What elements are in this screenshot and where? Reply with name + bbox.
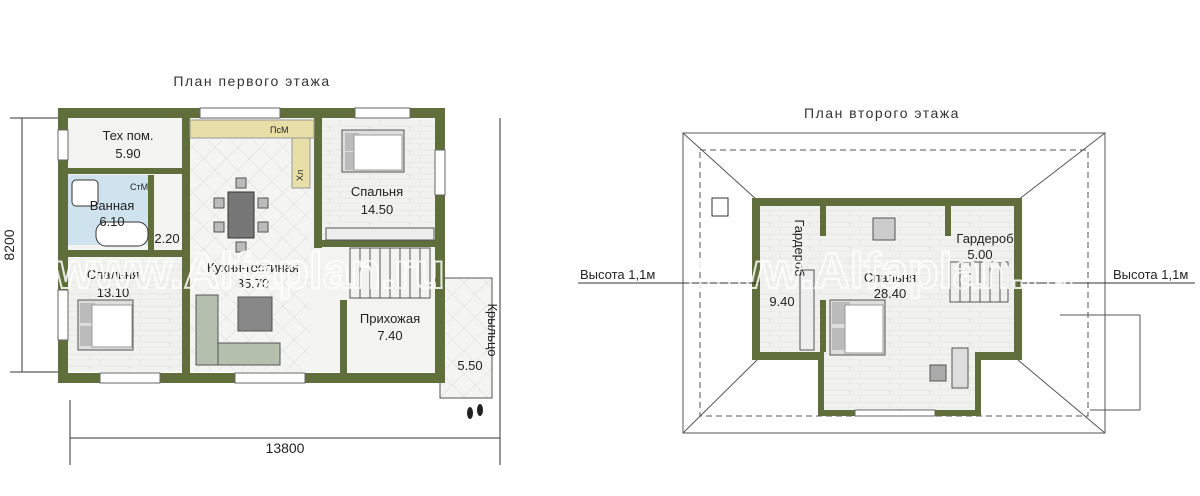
footprints-icon <box>467 404 483 419</box>
room-wardrobe2-area: 5.00 <box>967 247 992 262</box>
bed-icon <box>77 299 134 351</box>
room-bath-area: 6.10 <box>99 214 124 229</box>
dormer-window <box>854 409 936 417</box>
room-tech-area: 5.90 <box>115 146 140 161</box>
room-bedroom1-area: 14.50 <box>361 202 394 217</box>
room-bedroom2-area: 13.10 <box>97 285 130 300</box>
room-hall-area: 2.20 <box>154 231 179 246</box>
armchair-icon <box>872 217 969 389</box>
second-floor-plan: План второго этажа <box>578 105 1195 434</box>
watermark-right: www.Alfaplan.ru <box>684 243 1075 299</box>
room-wardrobe1-area: 9.40 <box>769 294 794 309</box>
bathtub-icon <box>71 179 149 247</box>
dimension-height: 8200 <box>1 229 17 260</box>
dishwasher-label: ПсМ <box>270 125 288 135</box>
kitchen-side-counter <box>291 137 311 189</box>
fridge-label: Хл <box>295 170 305 181</box>
room-porch-name: Крыльцо <box>485 303 500 356</box>
room-entry-name: Прихожая <box>360 311 420 326</box>
wardrobe-rail <box>325 227 435 241</box>
first-floor-plan: План первого этажа <box>1 73 501 465</box>
room-bedroom2-name: Спальня <box>87 267 139 282</box>
kitchen-counter <box>189 119 315 139</box>
room-tech-name: Тех пом. <box>102 128 153 143</box>
room-bath-name: Ванная <box>90 198 135 213</box>
wardrobe-rail <box>799 269 815 351</box>
dimension-width: 13800 <box>266 440 305 456</box>
double-bed-icon <box>829 299 886 356</box>
chimney-icon <box>711 197 729 217</box>
room-porch-area: 5.50 <box>457 358 482 373</box>
room-kitchen-area: 35.70 <box>237 276 270 291</box>
stairs-icon <box>949 261 1009 303</box>
stairs-icon <box>349 247 431 299</box>
washer-label: СтМ <box>130 182 148 192</box>
room-wardrobe2-name: Гардероб <box>956 231 1013 246</box>
height-right-label: Высота 1,1м <box>1113 267 1188 282</box>
room-entry-area: 7.40 <box>377 328 402 343</box>
room-bedroom1-name: Спальня <box>351 184 403 199</box>
room-wardrobe1-name: Гардероб <box>792 219 807 276</box>
second-floor-title: План второго этажа <box>804 105 960 121</box>
height-left-label: Высота 1,1м <box>580 267 655 282</box>
first-floor-title: План первого этажа <box>173 73 330 89</box>
watermark-left: www.Alfaplan.ru <box>54 243 445 299</box>
sofa-icon <box>195 294 281 366</box>
room-bedroom3-area: 28.40 <box>874 286 907 301</box>
dimension-lines <box>10 117 501 465</box>
room-kitchen-name: Кухня-гостиная <box>207 260 299 275</box>
dining-table-icon <box>213 177 269 253</box>
room-bedroom3-name: Спальня <box>864 270 916 285</box>
porch-floor <box>439 277 493 399</box>
first-floor-windows <box>57 107 446 384</box>
dormer-floor <box>818 357 978 412</box>
bed-icon <box>341 129 405 173</box>
